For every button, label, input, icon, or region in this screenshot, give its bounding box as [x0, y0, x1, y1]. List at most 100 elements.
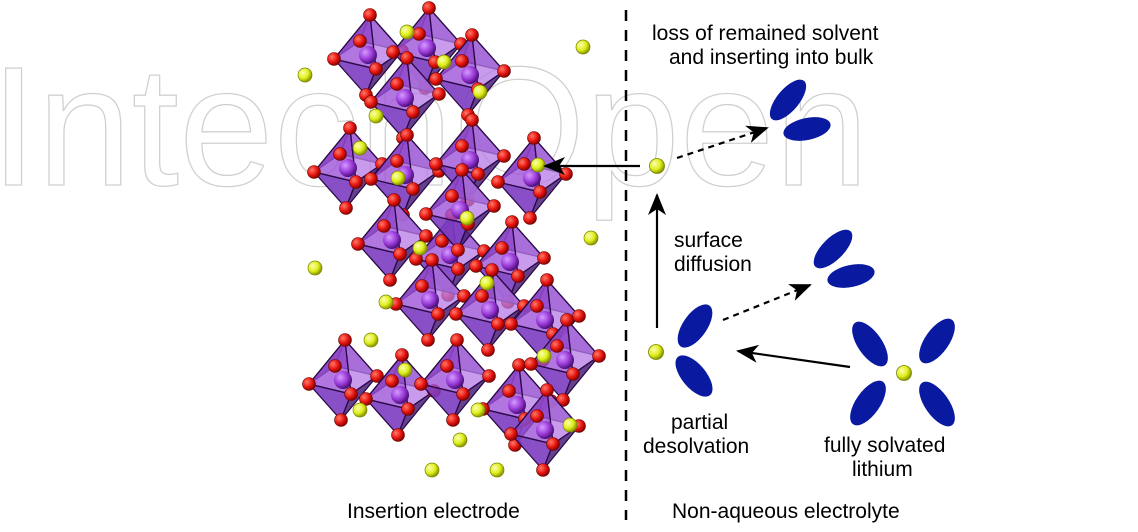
oxygen-atom — [512, 358, 526, 372]
oxygen-atom — [421, 333, 435, 347]
solvent-molecule — [813, 229, 853, 269]
oxygen-atom — [400, 128, 414, 142]
metal-atom — [391, 386, 409, 404]
oxygen-atom — [359, 392, 373, 406]
oxygen-atom — [546, 437, 560, 451]
lithium-ion — [452, 432, 468, 448]
lithium-ion — [583, 230, 599, 246]
lithium-ion — [536, 348, 552, 364]
oxygen-atom — [560, 313, 574, 327]
oxygen-atom — [390, 77, 404, 91]
oxygen-atom — [307, 165, 321, 179]
lithium-ion — [352, 402, 368, 418]
fully-solvated-lithium — [850, 318, 955, 427]
oxygen-atom — [419, 207, 433, 221]
oxygen-atom — [540, 383, 554, 397]
oxygen-atom — [533, 185, 547, 199]
oxygen-atom — [537, 251, 551, 265]
oxygen-atom — [495, 241, 509, 255]
oxygen-atom — [572, 309, 586, 323]
caption-non-aqueous-electrolyte: Non-aqueous electrolyte — [672, 500, 900, 523]
oxygen-atom — [504, 427, 518, 441]
octahedron-face — [344, 338, 378, 396]
oxygen-atom — [328, 359, 342, 373]
oxygen-atom — [475, 289, 489, 303]
oxygen-atom — [364, 95, 378, 109]
oxygen-atom — [425, 253, 439, 267]
metal-atom — [536, 311, 554, 329]
oxygen-atom — [523, 211, 537, 225]
metal-atom — [523, 169, 541, 187]
metal-atom — [556, 351, 574, 369]
metal-atom — [396, 89, 414, 107]
lithium-ion — [479, 275, 495, 291]
insertion-electrode-crystal — [297, 1, 606, 478]
oxygen-atom — [353, 34, 367, 48]
oxygen-atom — [370, 369, 384, 383]
oxygen-atom — [349, 175, 363, 189]
lithium-ion — [390, 170, 406, 186]
oxygen-atom — [440, 359, 454, 373]
oxygen-atom — [504, 317, 518, 331]
oxygen-atom — [481, 343, 495, 357]
oxygen-atom — [302, 377, 316, 391]
oxygen-atom — [482, 369, 496, 383]
lithium-ion — [397, 362, 413, 378]
oxygen-atom — [383, 273, 397, 287]
metal-atom — [383, 231, 401, 249]
desolvation-arrow — [736, 344, 851, 369]
solvent-molecule — [675, 355, 713, 397]
oxygen-atom — [414, 377, 428, 391]
oxygen-atom — [524, 357, 538, 371]
released-solvent-top — [769, 79, 831, 141]
oxygen-atom — [429, 157, 443, 171]
metal-atom — [501, 253, 519, 271]
metal-atom — [508, 396, 526, 414]
octahedron-face — [491, 268, 525, 326]
oxygen-atom — [527, 131, 541, 145]
solvent-release-arrow — [722, 283, 812, 322]
oxygen-atom — [456, 387, 470, 401]
solvent-loss-arrow — [676, 125, 769, 160]
oxygen-atom — [393, 247, 407, 261]
label-surface-line1: surface — [674, 229, 743, 252]
lithium-ion — [307, 260, 323, 276]
solvent-molecule — [919, 318, 955, 364]
oxygen-atom — [445, 189, 459, 203]
lithium-ion — [412, 240, 428, 256]
oxygen-atom — [550, 339, 564, 353]
label-fully-line2: lithium — [852, 458, 913, 481]
lithium-ion — [648, 344, 664, 360]
label-loss-line1: loss of remained solvent — [652, 22, 879, 45]
oxygen-atom — [363, 8, 377, 22]
oxygen-atom — [469, 259, 483, 273]
oxygen-atom — [422, 1, 436, 15]
oxygen-atom — [455, 54, 469, 68]
octahedron-face — [428, 6, 462, 64]
metal-atom — [359, 46, 377, 64]
metal-atom — [481, 301, 499, 319]
oxygen-atom — [450, 333, 464, 347]
oxygen-atom — [502, 384, 516, 398]
label-loss-line2: and inserting into bulk — [669, 46, 874, 69]
oxygen-atom — [334, 413, 348, 427]
oxygen-atom — [505, 215, 519, 229]
oxygen-atom — [327, 52, 341, 66]
octahedron-face — [393, 198, 427, 256]
solvent-molecule — [919, 381, 955, 427]
oxygen-atom — [451, 262, 465, 276]
oxygen-atom — [449, 307, 463, 321]
oxygen-atom — [487, 199, 501, 213]
oxygen-atom — [465, 28, 479, 42]
oxygen-atom — [386, 45, 400, 59]
oxygen-atom — [435, 234, 449, 248]
oxygen-atom — [559, 167, 573, 181]
oxygen-atom — [566, 367, 580, 381]
oxygen-atom — [471, 167, 485, 181]
solvent-molecule — [852, 321, 888, 367]
label-partial-line2: desolvation — [643, 435, 749, 458]
oxygen-atom — [446, 413, 460, 427]
solvent-molecule — [827, 264, 875, 288]
label-fully-line1: fully solvated — [824, 434, 945, 457]
